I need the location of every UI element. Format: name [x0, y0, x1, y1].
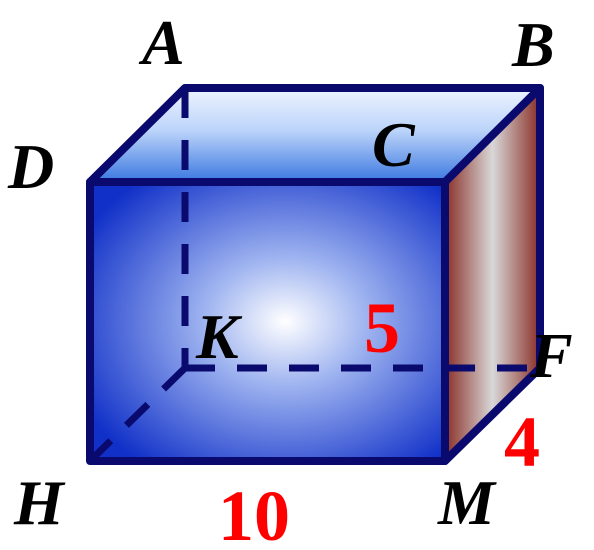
vertex-label-K: K: [195, 301, 243, 372]
front-face: [90, 182, 445, 461]
hidden-edges: [87, 88, 540, 464]
vertex-label-D: D: [7, 131, 54, 202]
dimension-label-length: 10: [218, 476, 290, 550]
top-face: [90, 88, 540, 182]
visible-edges: [86, 84, 544, 465]
vertex-label-A: A: [138, 7, 185, 78]
vertex-label-H: H: [13, 467, 66, 538]
vertex-label-M: M: [437, 467, 497, 538]
edge-FM: [441, 364, 544, 465]
dimension-label-height: 5: [364, 288, 400, 368]
edge-KH: [87, 365, 188, 464]
top-back-edges: [86, 84, 544, 186]
dimension-label-depth: 4: [504, 402, 540, 482]
vertex-label-F: F: [529, 320, 573, 391]
vertex-label-C: C: [372, 109, 416, 180]
vertex-label-B: B: [511, 9, 555, 80]
